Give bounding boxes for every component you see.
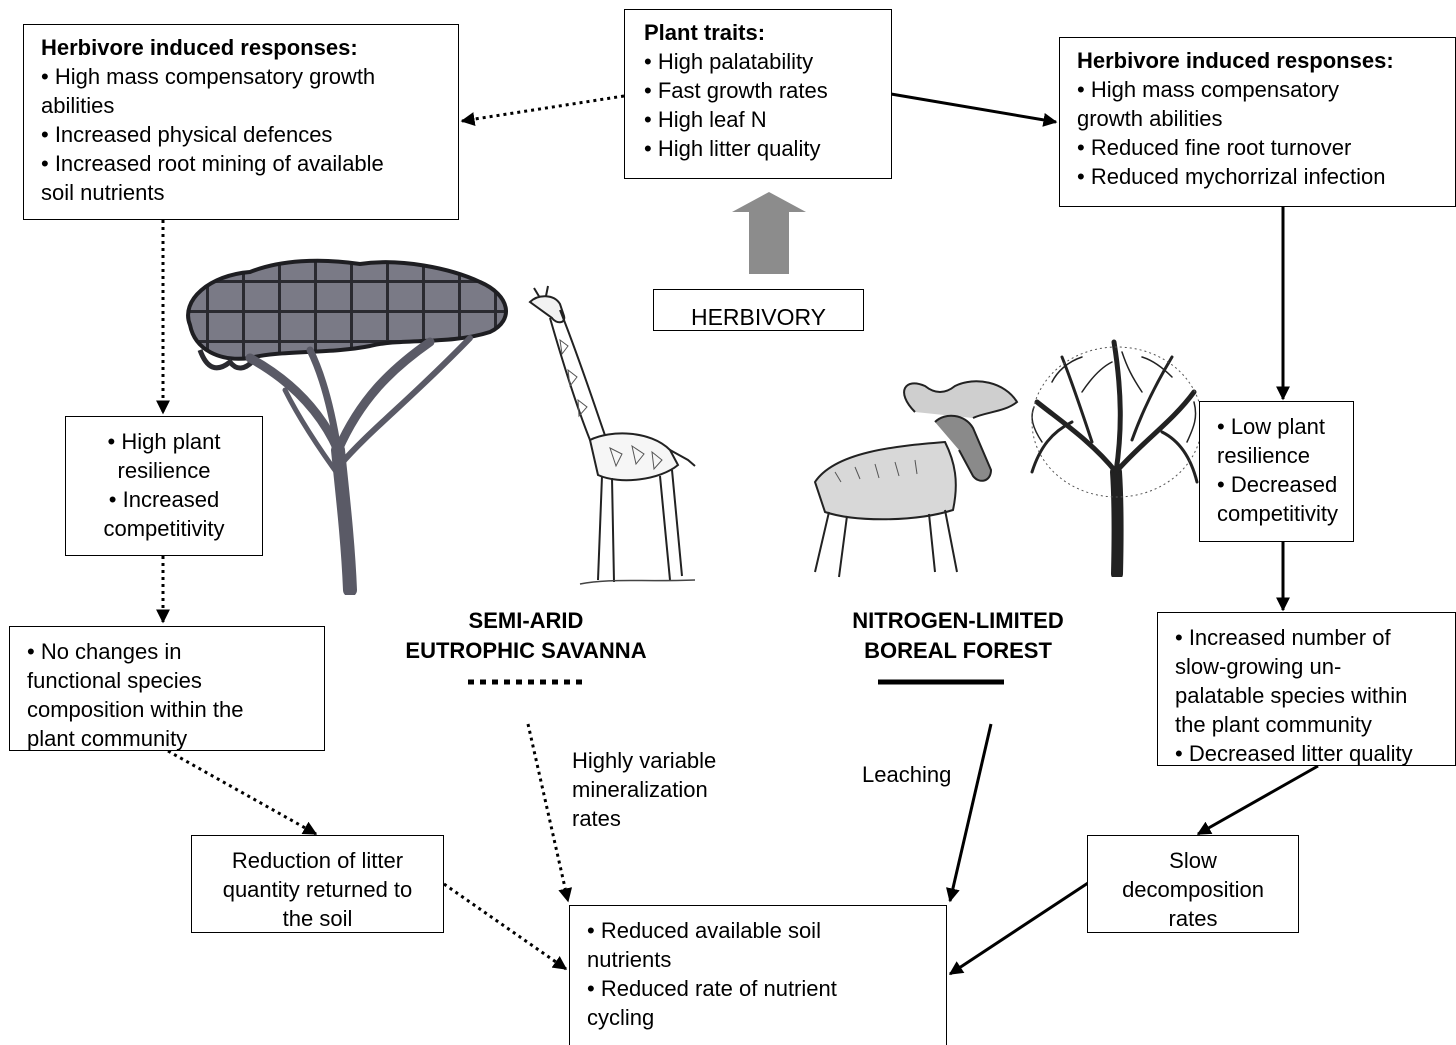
mineralization-line: Highly variable — [572, 746, 716, 775]
slow-decomposition-box: Slow decomposition rates — [1087, 835, 1299, 933]
herbivory-label: HERBIVORY — [691, 304, 826, 330]
response-line: • High mass compensatory — [1077, 75, 1455, 104]
soil-line: • Reduced available soil — [587, 916, 946, 945]
decomposition-line: decomposition — [1088, 875, 1298, 904]
composition-line: • Increased number of — [1175, 623, 1455, 652]
boreal-line: NITROGEN-LIMITED — [808, 606, 1108, 636]
savanna-label: SEMI-ARID EUTROPHIC SAVANNA — [376, 606, 676, 666]
moose-illustration — [795, 372, 1025, 582]
resilience-line: • High plant — [66, 427, 262, 456]
soil-outcome-box: • Reduced available soil nutrients • Red… — [569, 905, 947, 1045]
resilience-line: resilience — [1217, 441, 1353, 470]
resilience-line: • Low plant — [1217, 412, 1353, 441]
response-line: • Increased physical defences — [41, 120, 458, 149]
decomposition-line: rates — [1088, 904, 1298, 933]
herbivory-up-arrow — [732, 192, 806, 274]
decomposition-line: Slow — [1088, 846, 1298, 875]
composition-line: • Decreased litter quality — [1175, 739, 1455, 766]
left-responses-title: Herbivore induced responses: — [41, 33, 458, 62]
resilience-line: competitivity — [1217, 499, 1353, 528]
mineralization-line: mineralization — [572, 775, 716, 804]
composition-line: the plant community — [1175, 710, 1455, 739]
arrow-composition-to-litter — [168, 751, 316, 834]
response-line: • High mass compensatory growth — [41, 62, 458, 91]
resilience-line: • Increased — [66, 485, 262, 514]
savanna-line: SEMI-ARID — [376, 606, 676, 636]
arrow-composition-to-decomposition — [1198, 766, 1318, 834]
response-line: • Reduced fine root turnover — [1077, 133, 1455, 162]
left-composition-box: • No changes in functional species compo… — [9, 626, 325, 751]
litter-reduction-box: Reduction of litter quantity returned to… — [191, 835, 444, 933]
response-line: abilities — [41, 91, 458, 120]
resilience-line: • Decreased — [1217, 470, 1353, 499]
litter-line: quantity returned to — [192, 875, 443, 904]
savanna-line: EUTROPHIC SAVANNA — [376, 636, 676, 666]
response-line: • Reduced mychorrizal infection — [1077, 162, 1455, 191]
soil-line: nutrients — [587, 945, 946, 974]
soil-line: • Reduced rate of nutrient — [587, 974, 946, 1003]
resilience-line: competitivity — [66, 514, 262, 543]
resilience-line: resilience — [66, 456, 262, 485]
plant-traits-box: Plant traits: • High palatability • Fast… — [624, 9, 892, 179]
response-line: growth abilities — [1077, 104, 1455, 133]
composition-line: • No changes in — [27, 637, 324, 666]
trait-item: • High palatability — [644, 47, 891, 76]
composition-line: plant community — [27, 724, 324, 751]
right-responses-box: Herbivore induced responses: • High mass… — [1059, 37, 1456, 207]
left-responses-box: Herbivore induced responses: • High mass… — [23, 24, 459, 220]
plant-traits-title: Plant traits: — [644, 18, 891, 47]
arrow-traits-to-right-responses — [891, 94, 1056, 122]
composition-line: palatable species within — [1175, 681, 1455, 710]
boreal-label: NITROGEN-LIMITED BOREAL FOREST — [808, 606, 1108, 666]
trait-item: • High leaf N — [644, 105, 891, 134]
litter-line: Reduction of litter — [192, 846, 443, 875]
arrow-litter-to-soil — [444, 884, 566, 969]
composition-line: composition within the — [27, 695, 324, 724]
boreal-line: BOREAL FOREST — [808, 636, 1108, 666]
response-line: • Increased root mining of available — [41, 149, 458, 178]
trait-item: • Fast growth rates — [644, 76, 891, 105]
deciduous-tree-illustration — [1022, 332, 1202, 577]
mineralization-label: Highly variable mineralization rates — [572, 746, 716, 833]
right-responses-title: Herbivore induced responses: — [1077, 46, 1455, 75]
response-line: soil nutrients — [41, 178, 458, 207]
trait-item: • High litter quality — [644, 134, 891, 163]
arrow-mineralization-to-soil — [528, 724, 568, 901]
arrow-traits-to-left-responses — [462, 96, 624, 121]
arrow-decomposition-to-soil — [950, 883, 1088, 974]
soil-line: cycling — [587, 1003, 946, 1032]
right-resilience-box: • Low plant resilience • Decreased compe… — [1199, 401, 1354, 542]
mineralization-line: rates — [572, 804, 716, 833]
herbivory-box: HERBIVORY — [653, 289, 864, 331]
composition-line: functional species — [27, 666, 324, 695]
right-composition-box: • Increased number of slow-growing un- p… — [1157, 612, 1456, 766]
left-resilience-box: • High plant resilience • Increased comp… — [65, 416, 263, 556]
arrow-leaching-to-soil — [950, 724, 991, 901]
litter-line: the soil — [192, 904, 443, 933]
leaching-label: Leaching — [862, 760, 951, 789]
composition-line: slow-growing un- — [1175, 652, 1455, 681]
